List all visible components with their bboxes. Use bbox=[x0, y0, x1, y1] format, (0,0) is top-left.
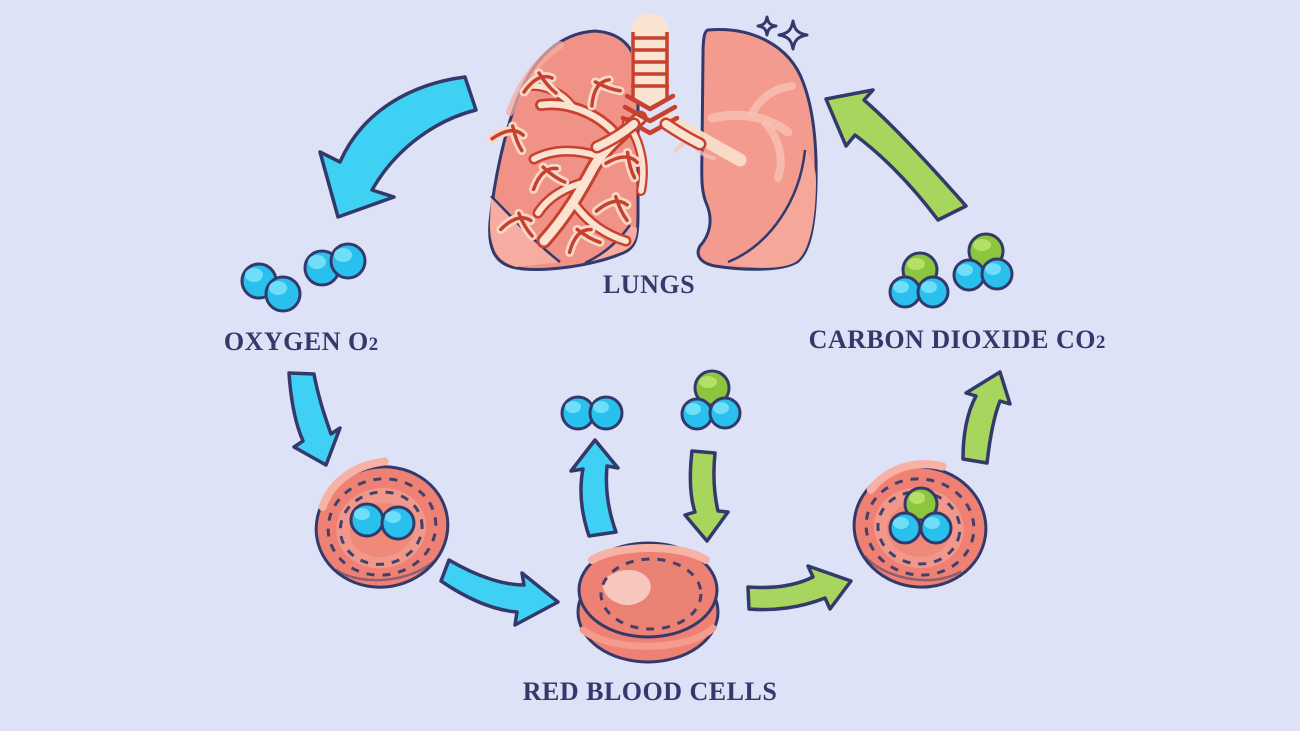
red-blood-cells-label-text: RED BLOOD CELLS bbox=[522, 677, 778, 706]
carbon-dioxide-label-subscript: 2 bbox=[1095, 332, 1106, 353]
oxygen-label-subscript: 2 bbox=[368, 334, 379, 355]
carbon-dioxide-molecules bbox=[888, 232, 1014, 309]
arrow-cell-to-co2 bbox=[961, 370, 1012, 465]
bronchial-tree bbox=[492, 73, 648, 253]
red-blood-cells-label: RED BLOOD CELLS bbox=[523, 677, 778, 707]
arrow-carbon-dioxide-to-lungs bbox=[824, 88, 968, 222]
oxygen-label-text: OXYGEN O bbox=[223, 327, 369, 356]
released-oxygen-molecule bbox=[560, 395, 624, 431]
oxygen-label: OXYGEN O2 bbox=[224, 327, 378, 357]
arrow-oxygen-to-cell bbox=[287, 371, 342, 467]
arrow-cell-to-cell-green bbox=[746, 564, 853, 612]
red-blood-cell-center bbox=[576, 541, 720, 664]
carbon-dioxide-label-text: CARBON DIOXIDE CO bbox=[808, 325, 1096, 354]
arrow-lungs-to-oxygen bbox=[318, 75, 478, 219]
carbon-dioxide-label: CARBON DIOXIDE CO2 bbox=[809, 325, 1106, 355]
left-lung bbox=[490, 29, 648, 271]
lungs-label-text: LUNGS bbox=[602, 270, 696, 299]
arrow-co2-into-cell bbox=[683, 449, 730, 543]
sparkle-icon bbox=[756, 15, 809, 51]
incoming-co2-molecule bbox=[680, 369, 742, 431]
red-blood-cell-deoxygenated bbox=[852, 460, 988, 589]
right-lung bbox=[659, 27, 818, 271]
red-blood-cell-oxygenated bbox=[314, 457, 450, 589]
arrow-cell-releases-oxygen bbox=[569, 438, 620, 538]
trachea bbox=[590, 13, 707, 154]
lungs-illustration bbox=[490, 13, 818, 271]
arrow-cell-to-cell-blue bbox=[439, 558, 560, 627]
lungs-label: LUNGS bbox=[603, 270, 695, 300]
oxygen-molecules bbox=[240, 242, 367, 313]
